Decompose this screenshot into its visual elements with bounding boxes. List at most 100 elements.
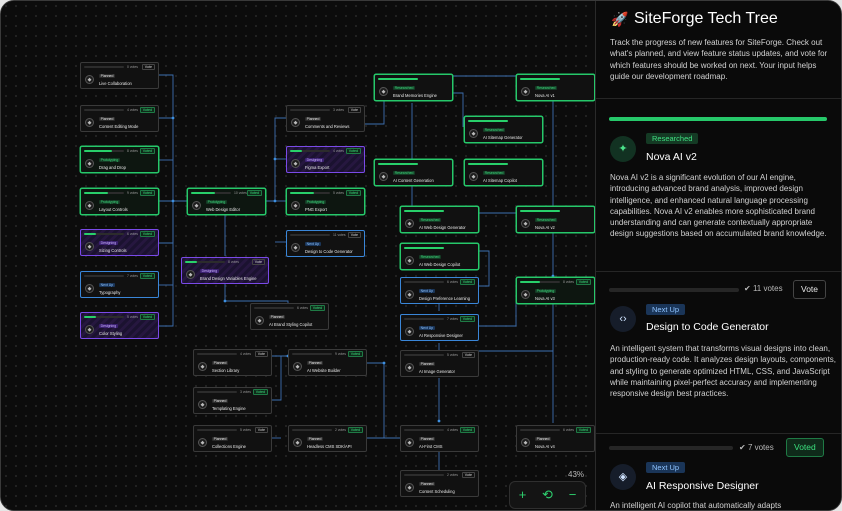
feature-icon: ◆ (379, 87, 388, 96)
node-vote-button[interactable]: Voted (347, 427, 363, 433)
node-name: Comments and Reviews (305, 123, 350, 129)
feature-icon: ◆ (291, 118, 300, 127)
feature-icon: ◆ (291, 159, 300, 168)
reset-view-button[interactable]: ⟲ (542, 487, 553, 502)
node-vote-button[interactable]: Voted (459, 279, 475, 285)
feature-icon: ◆ (85, 284, 94, 293)
status-badge: Next Up (646, 462, 686, 473)
node-vote-button[interactable]: Vote (347, 107, 361, 113)
zoom-in-button[interactable]: + (518, 487, 527, 502)
feature-icon: ◆ (186, 270, 195, 279)
panel-header: 🚀 SiteForge Tech Tree Track the progress… (596, 1, 841, 99)
node-vote-button[interactable]: Vote (254, 427, 268, 433)
node-vote-count: 6 votes (563, 427, 574, 432)
node-vote-button[interactable]: Voted (246, 190, 262, 196)
feature-icon: ◆ (291, 201, 300, 210)
node-status-badge: Planned (212, 398, 229, 404)
node-vote-button[interactable]: Voted (347, 351, 363, 357)
node-vote-button[interactable]: Voted (575, 279, 591, 285)
feature-card[interactable]: ✔ 7 votes Voted ◈ Next Up AI Responsive … (596, 434, 841, 510)
node-status-badge: Planned (419, 436, 436, 442)
node-vote-button[interactable]: Voted (459, 316, 475, 322)
node-vote-count: 6 votes (297, 305, 308, 310)
node-progress-bar (404, 429, 444, 431)
node-vote-button[interactable]: Voted (139, 190, 155, 196)
node-vote-button[interactable]: Vote (251, 259, 265, 265)
feature-card[interactable]: ✦ Researched Nova AI v2 Nova AI v2 is a … (596, 99, 841, 272)
feature-icon: ◆ (85, 325, 94, 334)
feature-card[interactable]: ✔ 11 votes Vote ‹› Next Up Design to Cod… (596, 272, 841, 434)
zoom-out-button[interactable]: − (568, 487, 577, 502)
node-vote-button[interactable]: Voted (139, 148, 155, 154)
node-vote-button[interactable]: Vote (141, 64, 155, 70)
node-vote-button[interactable]: Voted (575, 427, 591, 433)
node-vote-button[interactable]: Voted (459, 427, 475, 433)
node-vote-button[interactable]: Voted (139, 107, 155, 113)
node-vote-button[interactable]: Voted (309, 305, 325, 311)
node-name: Section Library (212, 367, 240, 373)
node-vote-button[interactable]: Vote (461, 472, 475, 478)
node-vote-count: 5 votes (447, 352, 458, 357)
node-vote-button[interactable]: Voted (252, 389, 268, 395)
node-status-badge: Planned (212, 436, 229, 442)
node-name: AI Image Generator (419, 368, 455, 374)
node-name: Headless CMS SDK/API (307, 443, 352, 449)
node-status-badge: Researched (393, 85, 416, 91)
node-vote-button[interactable]: Voted (139, 314, 155, 320)
node-vote-button[interactable]: Vote (461, 352, 475, 358)
voted-button[interactable]: Voted (786, 438, 824, 457)
node-name: Sizing Controls (99, 247, 127, 253)
node-status-badge: Prototyping (99, 157, 120, 163)
node-status-badge: Planned (419, 361, 436, 367)
node-vote-button[interactable]: Voted (139, 231, 155, 237)
node-name: Nova AI v1 (535, 92, 555, 98)
node-vote-button[interactable]: Voted (345, 148, 361, 154)
node-vote-button[interactable]: Vote (347, 232, 361, 238)
node-vote-count: 6 votes (127, 231, 138, 236)
brain-icon: ✦ (610, 136, 636, 162)
vote-count: ✔ 7 votes (739, 443, 774, 452)
node-vote-count: 4 votes (333, 148, 344, 153)
node-status-badge: Researched (419, 254, 442, 260)
node-vote-button[interactable]: Vote (254, 351, 268, 357)
vote-button[interactable]: Vote (793, 280, 827, 299)
node-status-badge: Researched (483, 127, 506, 133)
node-vote-button[interactable]: Voted (139, 273, 155, 279)
node-vote-button[interactable]: Voted (345, 190, 361, 196)
